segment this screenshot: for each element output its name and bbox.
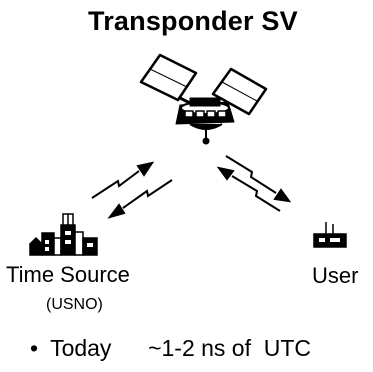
diagram-title: Transponder SV [88,6,298,36]
bullet-marker: • [30,335,39,361]
uplink-arrow-left [91,161,155,199]
user-receiver-icon [313,222,347,248]
time-source-label: Time Source [6,262,130,287]
uplink-arrow-right [216,166,281,212]
bullet-item: • Today ~1-2 ns of UTC [30,335,311,362]
downlink-arrow-right [225,155,292,203]
bullet-term: Today [50,335,112,361]
downlink-arrow-left [107,179,173,219]
time-source-sublabel: (USNO) [46,296,103,313]
user-label: User [312,263,359,288]
satellite-icon [139,53,268,145]
bullet-value: ~1-2 ns of UTC [148,335,312,361]
time-source-building-icon [29,213,98,256]
